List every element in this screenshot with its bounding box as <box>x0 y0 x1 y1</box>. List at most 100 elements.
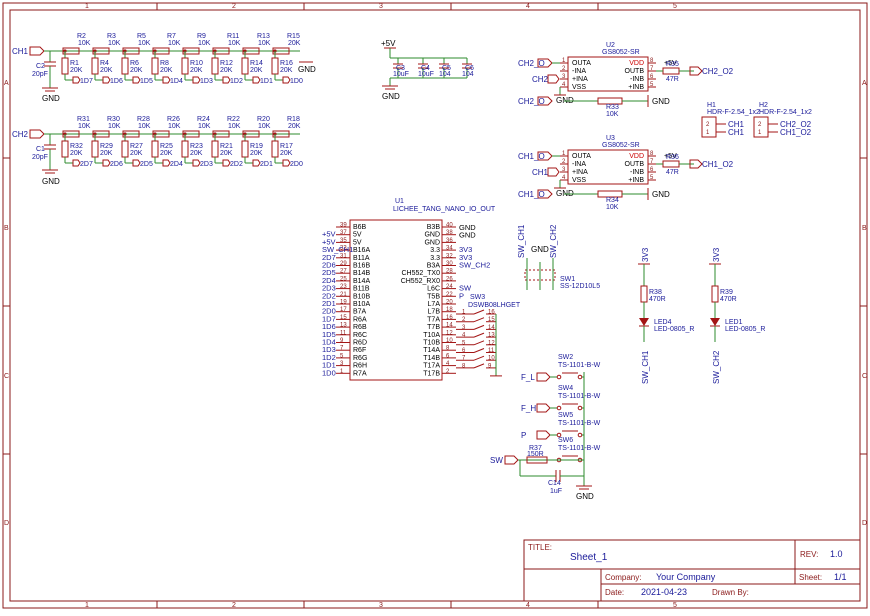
ch2-series-resistor-value: 20K <box>288 123 301 130</box>
mcu-right-pin-num: 26 <box>446 276 453 282</box>
header-pin-num: 1 <box>758 130 762 136</box>
u3-pin-left-name: OUTA <box>572 153 591 160</box>
grid-col-label: 2 <box>232 602 236 609</box>
mcu-right-net-label: 3V3 <box>459 253 472 262</box>
ch1-series-resistor-ref: R13 <box>257 33 270 40</box>
ch2-tap-port <box>132 159 141 167</box>
ch1-input-label: CH1 <box>12 47 29 56</box>
pcap-value: 104 <box>439 71 451 78</box>
ch2-shunt-resistor-body <box>151 140 159 158</box>
ch2-shunt-resistor-body <box>91 140 99 158</box>
button-part: TS-1101-B-W <box>558 445 601 452</box>
ch1-shunt-resistor-value: 20K <box>190 67 203 74</box>
mcu-right-pin-num: 24 <box>446 284 453 290</box>
u2-rout-ref: R35 <box>666 61 679 68</box>
pcap-ref: C6 <box>465 65 474 72</box>
ch1-tap-port <box>162 76 171 84</box>
u3-fb-label: CH1_O <box>518 190 545 199</box>
sw1-net-mid: GND <box>531 245 549 254</box>
u2-rfb-ref: R33 <box>606 104 619 111</box>
ch1-series-resistor-body <box>212 47 230 55</box>
mcu-right-pin-name: T14A <box>423 347 440 354</box>
u2-pin-left-num: 4 <box>562 82 566 88</box>
button-net-port <box>536 372 551 382</box>
u3-out-port <box>689 159 703 169</box>
ch1-series-resistor-body <box>62 47 80 55</box>
sw3-right-num: 11 <box>488 348 495 354</box>
ch2-shunt-resistor-value: 20K <box>70 150 83 157</box>
ch2-shunt-resistor-body <box>211 140 219 158</box>
sw3-row-lever <box>473 348 485 353</box>
ch2-tap-port <box>162 159 171 167</box>
u2-fb-gnd-label: GND <box>652 97 670 106</box>
ch1-series-resistor-ref: R9 <box>197 33 206 40</box>
mcu-left-net-label: +5V <box>322 237 336 246</box>
ch2-shunt-resistor-body <box>61 140 69 158</box>
ch2-shunt-resistor-value: 20K <box>100 150 113 157</box>
title-block: TITLE: Sheet_1 REV: 1.0 Company: Your Co… <box>523 539 861 602</box>
u2-vdd-label: +5V <box>664 60 677 67</box>
ch1-tap-port <box>102 76 111 84</box>
mcu-left-pin-num: 19 <box>340 300 347 306</box>
mcu-right-pin-num: 40 <box>446 223 453 229</box>
button-contact-a <box>556 432 562 438</box>
mcu-left-pin-num: 35 <box>340 238 347 244</box>
u3-vdd-label: +5V <box>664 153 677 160</box>
ch2-shunt-resistor-value: 20K <box>130 150 143 157</box>
mcu-right-pin-name: T7B <box>427 324 440 331</box>
mcu-left-net-label: 1D3 <box>322 345 336 354</box>
ch1-series-resistor-ref: R15 <box>287 33 300 40</box>
ch2-series-resistor-ref: R28 <box>137 116 150 123</box>
u3-pin-right-num: 7 <box>650 159 654 165</box>
u2-pin-right-num: 7 <box>650 66 654 72</box>
mcu-right-pin-name: L7B <box>428 309 441 316</box>
u2-part: GS8052-SR <box>602 49 640 56</box>
ch2-tap-port <box>102 159 111 167</box>
mcu-left-pin-name: R6G <box>353 355 367 362</box>
c14-value: 1uF <box>550 488 562 495</box>
ch1-tap-port <box>252 76 261 84</box>
mcu-right-pin-name: B3B <box>427 224 441 231</box>
led-res-body <box>711 285 719 303</box>
button-part: TS-1101-B-W <box>558 362 601 369</box>
mcu-left-net-label: 2D4 <box>322 276 336 285</box>
mcu-left-pin-name: R7A <box>353 370 367 377</box>
sheet-label: Sheet: <box>799 573 822 582</box>
mcu-left-pin-num: 39 <box>340 223 347 229</box>
mcu-u1: U1 LICHEE_TANG_NANO_IO_OUT B6B395V375V35… <box>322 198 496 381</box>
r37-body <box>526 456 548 464</box>
mcu-right-net-label: GND <box>459 231 476 240</box>
button-ref: SW2 <box>558 354 573 361</box>
header-pin-num: 1 <box>706 130 710 136</box>
ch2-series-resistor-body <box>242 130 260 138</box>
ch2-shunt-resistor-ref: R25 <box>160 143 173 150</box>
mcu-left-net-label: 1D6 <box>322 322 336 331</box>
button-contact-a <box>556 405 562 411</box>
sw-rc-network: SW R37 150R C14 1uF GND <box>490 372 594 501</box>
mcu-right-pin-name: GND <box>424 239 440 246</box>
grid-col-label: 5 <box>673 602 677 609</box>
c14-ref: C14 <box>548 480 561 487</box>
ch1-tap-net-label: 1D1 <box>260 78 273 85</box>
u3-fb-gnd-label: GND <box>652 190 670 199</box>
mcu-left-net-label: 2D7 <box>322 253 336 262</box>
ch2-shunt-resistor-ref: R23 <box>190 143 203 150</box>
ch1-series-resistors: R210KR310KR510KR710KR910KR1110KR1310KR15… <box>62 33 301 55</box>
u2-fb-label: CH2_O <box>518 97 545 106</box>
mcu-right-pin-num: 38 <box>446 230 453 236</box>
u2-rout-body <box>662 67 680 75</box>
mcu-right-pin-name: 3.3 <box>430 255 440 262</box>
ch2-tap-net-label: 2D2 <box>230 161 243 168</box>
u3-in-b-port <box>547 167 560 177</box>
ch2-tap-port <box>222 159 231 167</box>
ch2-series-resistor-body <box>62 130 80 138</box>
button-contact-a <box>556 374 562 380</box>
ch2-shunt-resistor-body <box>181 140 189 158</box>
sw3-left-num: 2 <box>462 317 466 323</box>
ch1-series-resistor-body <box>92 47 110 55</box>
mcu-right-pin-num: 30 <box>446 261 453 267</box>
ch2-series-resistor-value: 10K <box>138 123 151 130</box>
led-res-ref: R39 <box>720 289 733 296</box>
ch2-tap-port <box>252 159 261 167</box>
